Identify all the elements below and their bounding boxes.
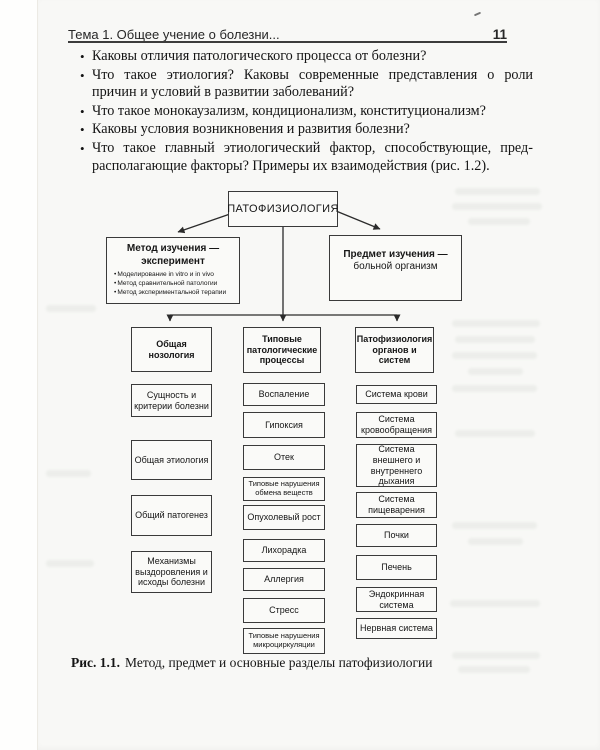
column-3-item: Нервная система [356,618,437,639]
column-2-item: Типовые нарушения обмена веществ [243,477,325,501]
page-number: 11 [492,27,507,42]
column-1-header: Общая нозология [131,327,212,372]
bleedthrough-artifact [450,600,540,607]
method-box-title: Метод изучения — эксперимент [127,243,219,268]
column-3-item: Печень [356,555,437,580]
method-box-item: Метод экспериментальной терапии [114,289,226,298]
bleedthrough-artifact [455,188,540,195]
bleedthrough-artifact [452,320,540,327]
column-2-item: Аллергия [243,568,325,591]
bleedthrough-artifact [46,305,96,312]
column-3-item: Система крови [356,385,437,404]
column-3-item: Эндокринная система [356,587,437,612]
bleedthrough-artifact [455,336,535,343]
method-box-title-line2: эксперимент [141,255,205,267]
question-item: Что такое этиология? Каковы современные … [80,67,533,102]
bleedthrough-artifact [455,430,535,437]
root-box: ПАТОФИЗИОЛОГИЯ [227,191,338,227]
column-2-item: Лихорадка [243,539,325,562]
method-box-item: Метод сравнительной патологии [114,280,226,289]
column-3-item: Почки [356,524,437,547]
subject-box: Предмет изучения — больной организм [329,235,462,301]
question-item: Каковы условия возникновения и развития … [80,121,533,139]
column-2-item: Гипоксия [243,412,325,438]
bleedthrough-artifact [452,203,542,210]
method-box: Метод изучения — эксперимент Моделирован… [106,237,240,304]
column-2-item: Опухолевый рост [243,505,325,530]
bleedthrough-artifact [452,352,537,359]
bleedthrough-artifact [468,218,530,225]
column-2-header: Типовые патологические процессы [243,327,321,373]
question-item: Что такое монокаузализм, кондиционализм,… [80,103,533,121]
column-1-item: Механизмы выздоровления и исходы болезни [131,551,212,593]
column-2-item: Воспаление [243,383,325,406]
bleedthrough-artifact [452,385,537,392]
figure-caption-label: Рис. 1.1. [71,655,121,670]
column-1-item: Общая этиология [131,440,212,480]
column-3-item: Система пищеварения [356,492,437,518]
subject-box-subtitle: больной организм [353,260,438,272]
column-2-item: Отек [243,445,325,470]
bleedthrough-artifact [452,652,540,659]
running-header: Тема 1. Общее учение о болезни... 11 [68,27,507,42]
bleedthrough-artifact [46,560,94,567]
column-2-item: Типовые нарушения микроциркуляции [243,628,325,654]
column-1-item: Общий патогенез [131,495,212,536]
question-list: Каковы отличия патологического процесса … [80,48,533,176]
bleedthrough-artifact [46,470,91,477]
column-3-header: Патофизиология органов и систем [355,327,434,373]
column-3-item: Система кровообращения [356,412,437,438]
figure-caption-text: Метод, предмет и основные разделы патофи… [125,655,433,670]
running-header-title: Тема 1. Общее учение о болезни... [68,27,280,42]
bleedthrough-artifact [468,368,523,375]
question-item: Каковы отличия патологического процесса … [80,48,533,66]
bleedthrough-artifact [452,522,537,529]
column-2-item: Стресс [243,598,325,623]
bleedthrough-artifact [468,538,523,545]
method-box-list: Моделирование in vitro и in vivo Метод с… [109,271,226,298]
column-3-item: Система внешнего и внутреннего дыхания [356,444,437,487]
question-item: Что такое главный этиологический фактор,… [80,140,533,175]
bleedthrough-artifact [458,666,530,673]
column-1-item: Сущность и критерии болезни [131,384,212,417]
subject-box-title: Предмет изучения — [343,249,448,260]
method-box-item: Моделирование in vitro и in vivo [114,271,226,280]
figure-caption: Рис. 1.1. Метод, предмет и основные разде… [71,655,531,671]
header-rule [68,41,507,43]
method-box-title-line1: Метод изучения — [126,243,220,254]
